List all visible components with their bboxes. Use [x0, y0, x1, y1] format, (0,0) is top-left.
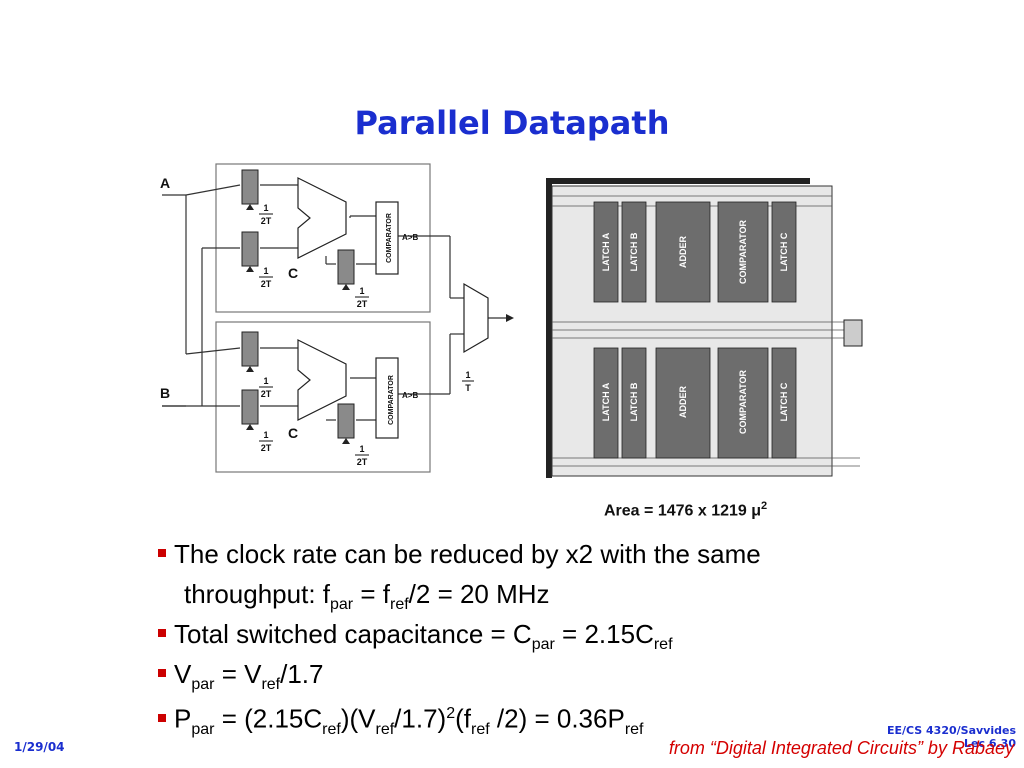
clock-den-3: 2T [357, 299, 368, 309]
clock-den-7: T [465, 383, 471, 393]
b1-mid: = f [353, 579, 390, 609]
bullet-marker [158, 669, 166, 678]
input-a-label: A [160, 175, 170, 191]
clock-num-2: 1 [263, 266, 268, 276]
layout-latch-c-top: LATCH C [779, 232, 789, 271]
clock-num-6: 1 [359, 444, 364, 454]
area-value: Area = 1476 x 1219 μ [604, 502, 762, 520]
area-exponent: 2 [761, 500, 768, 512]
b2-mid: = 2.15C [554, 619, 654, 649]
clock-den-1: 2T [261, 216, 272, 226]
b4-sub2: ref [322, 720, 341, 738]
b1-sub2: ref [389, 596, 409, 614]
b4-sup: 2 [446, 705, 456, 722]
bullet-2: Total switched capacitance = Cpar = 2.15… [158, 614, 998, 654]
b3-sub1: par [191, 676, 215, 694]
b4-mid2: )(V [340, 703, 376, 734]
b2-sub2: ref [653, 636, 673, 654]
parallel-datapath-schematic: COMPARATOR COMPARATOR A>B A>B A B C C 1 … [160, 163, 514, 473]
clock-den-5: 2T [261, 443, 272, 453]
b4-mid5: /2) = 0.36P [489, 703, 625, 734]
layout-adder-bottom: ADDER [678, 386, 688, 419]
b1-sub1: par [330, 596, 354, 614]
b3-pre: V [174, 659, 192, 689]
b3-post: /1.7 [280, 659, 324, 689]
b3-sub2: ref [261, 676, 281, 694]
clock-num-4: 1 [263, 376, 268, 386]
input-b-label: B [160, 385, 170, 401]
b4-sub1: par [191, 720, 215, 738]
adder-c-label-top: C [288, 265, 298, 281]
course-footer: EE/CS 4320/Savvides Lec 6.30 [887, 724, 1016, 750]
course-line-1: EE/CS 4320/Savvides [886, 724, 1016, 737]
b4-sub4: ref [470, 720, 490, 738]
b1-post: /2 = 20 MHz [408, 579, 550, 609]
b1-pre: throughput: f [184, 579, 330, 609]
b4-mid3: /1.7) [394, 703, 447, 734]
clock-den-6: 2T [357, 457, 368, 467]
adder-c-label-bottom: C [288, 425, 298, 441]
b4-sub3: ref [375, 720, 395, 738]
b2-pre: Total switched capacitance = C [174, 619, 532, 649]
area-caption: Area = 1476 x 1219 μ2 [604, 500, 767, 520]
comparator-label-top: COMPARATOR [386, 213, 393, 263]
layout-latch-a-bottom: LATCH A [601, 382, 611, 421]
compare-op-top: A>B [402, 233, 418, 242]
source-credit: from “Digital Integrated Circuits” by Ra… [668, 738, 1014, 758]
clock-num-3: 1 [359, 286, 364, 296]
layout-adder-top: ADDER [678, 236, 688, 269]
b3-mid: = V [214, 659, 262, 689]
b4-sub5: ref [624, 720, 644, 738]
bullet-1-continued: throughput: fpar = fref/2 = 20 MHz [158, 574, 998, 614]
layout-latch-b-top: LATCH B [629, 232, 639, 271]
layout-latch-a-top: LATCH A [601, 232, 611, 271]
bullet-1: The clock rate can be reduced by x2 with… [158, 534, 998, 574]
b4-mid1: = (2.15C [214, 703, 323, 734]
bullet-list: The clock rate can be reduced by x2 with… [158, 534, 998, 738]
layout-comparator-top: COMPARATOR [738, 220, 748, 284]
b4-mid4: (f [455, 703, 471, 734]
bullet-marker [158, 713, 166, 722]
comparator-label-bottom: COMPARATOR [388, 375, 395, 425]
bullet-3: Vpar = Vref/1.7 [158, 654, 998, 694]
bullet-marker [158, 629, 166, 638]
bullet-marker [158, 549, 166, 558]
slide-date: 1/29/04 [14, 740, 65, 754]
layout-latch-b-bottom: LATCH B [629, 382, 639, 421]
layout-comparator-bottom: COMPARATOR [738, 370, 748, 434]
clock-num-7: 1 [465, 370, 470, 380]
bullet-4: Ppar = (2.15Cref)(Vref/1.7)2(fref /2) = … [158, 694, 998, 738]
clock-den-2: 2T [261, 279, 272, 289]
slide-title: Parallel Datapath [354, 104, 670, 142]
clock-den-4: 2T [261, 389, 272, 399]
chip-layout-image: LATCH A LATCH B ADDER COMPARATOR LATCH C… [546, 178, 863, 478]
course-line-2: Lec 6.30 [964, 737, 1016, 750]
clock-num-1: 1 [263, 203, 268, 213]
compare-op-bottom: A>B [402, 391, 418, 400]
b2-sub1: par [531, 636, 555, 654]
clock-num-5: 1 [263, 430, 268, 440]
layout-latch-c-bottom: LATCH C [779, 382, 789, 421]
bullet-1-text: The clock rate can be reduced by x2 with… [174, 539, 761, 569]
b4-pre: P [174, 703, 192, 734]
